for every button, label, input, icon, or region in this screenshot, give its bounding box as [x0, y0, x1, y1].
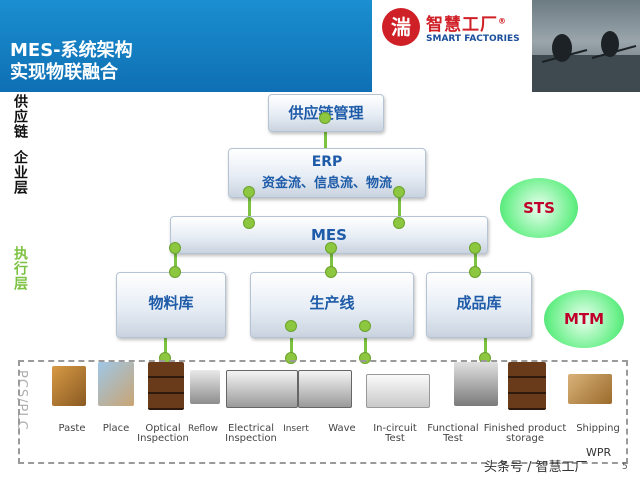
materials-box: 物料库 [116, 272, 226, 338]
storage-equipment-icon [508, 362, 546, 410]
connector-mes-production [330, 245, 333, 275]
connector-materials-plc [164, 335, 167, 359]
node-dot [393, 217, 405, 229]
insert-equipment-icon [298, 370, 352, 408]
finished-goods-box: 成品库 [426, 272, 532, 338]
connector-mes-materials [174, 245, 177, 275]
wpr-label: WPR [586, 446, 612, 459]
functional-test-equipment-icon [454, 362, 498, 406]
plc-equipment-area [18, 360, 628, 464]
node-dot [469, 242, 481, 254]
node-dot [359, 320, 371, 332]
layer-label-plc: PCS/PLC [14, 370, 29, 431]
node-dot [325, 242, 337, 254]
erp-box: ERP 资金流、信息流、物流 [228, 148, 426, 198]
watermark: 头条号 / 智慧工厂 [484, 460, 588, 475]
connector-erp-mes-left [248, 190, 251, 220]
in-circuit-test-equipment-icon [366, 374, 430, 408]
connector-finished-plc [484, 335, 487, 359]
shipping-truck-icon [568, 374, 612, 404]
slide-title-line2: 实现物联融合 [10, 62, 118, 83]
node-dot [169, 242, 181, 254]
station-label: Shipping [576, 423, 620, 434]
node-dot [325, 266, 337, 278]
connector-erp-mes-right [398, 190, 401, 220]
electrical-inspection-equipment-icon [226, 370, 298, 408]
station-label: Wave [328, 423, 356, 434]
connector-production-plc-right [364, 325, 367, 359]
supply-chain-box: 供应链管理 [268, 94, 384, 132]
erp-subtitle: 资金流、信息流、物流 [261, 176, 392, 191]
reflow-equipment-icon [190, 370, 220, 404]
layer-label-enterprise: 企业层 [12, 150, 28, 195]
logo-english: SMART FACTORIES [426, 34, 520, 44]
station-label: Place [102, 423, 130, 434]
sts-badge: STS [500, 178, 578, 238]
connector-supply-erp [324, 118, 327, 152]
connector-mes-finished [474, 245, 477, 275]
slide-title-line1: MES-系统架构 [10, 40, 133, 61]
logo-chinese: 智慧工厂® [426, 15, 507, 35]
place-equipment-icon [98, 362, 134, 406]
paste-equipment-icon [52, 366, 86, 406]
node-dot [469, 266, 481, 278]
page-number: 5 [622, 462, 628, 472]
rowers-silhouette-icon [532, 31, 640, 92]
production-line-box: 生产线 [250, 272, 414, 338]
rowing-photo [532, 0, 640, 92]
node-dot [243, 186, 255, 198]
layer-label-execution: 执行层 [12, 246, 28, 291]
station-label: Reflow [188, 424, 218, 434]
connector-production-plc-left [290, 325, 293, 359]
erp-title: ERP [311, 154, 343, 170]
station-label: Insert [283, 424, 309, 434]
mtm-badge: MTM [544, 290, 624, 348]
station-label: Paste [58, 423, 86, 434]
node-dot [169, 266, 181, 278]
node-dot [243, 217, 255, 229]
optical-inspection-equipment-icon [148, 362, 184, 410]
logo-mark-icon: 湍 [382, 8, 420, 46]
node-dot [285, 320, 297, 332]
node-dot [319, 112, 331, 124]
layer-label-supply-chain: 供应链 [12, 94, 28, 139]
node-dot [393, 186, 405, 198]
